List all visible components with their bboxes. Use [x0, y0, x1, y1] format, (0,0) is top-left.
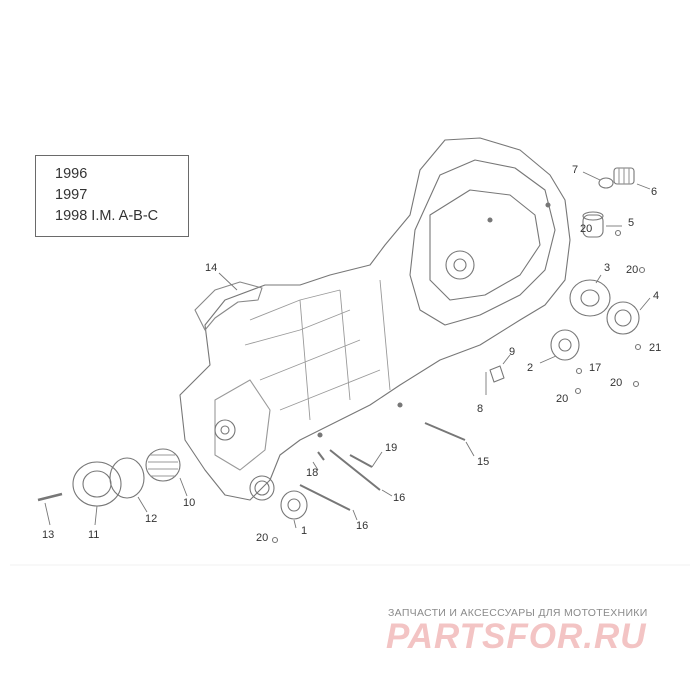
cover-part	[72, 461, 122, 507]
callout-2: 2	[527, 362, 533, 374]
callout-18: 18	[306, 467, 318, 479]
gasket	[194, 281, 263, 331]
callout-16a: 16	[393, 492, 405, 504]
seal-part-1	[280, 490, 308, 520]
stud-16a	[329, 449, 381, 491]
crankcase-body	[179, 137, 571, 501]
filter-part	[145, 448, 181, 482]
callout-5: 5	[628, 217, 634, 229]
oring-part	[109, 457, 145, 499]
stud-16b	[299, 484, 351, 511]
callout-6: 6	[651, 186, 657, 198]
year-1997: 1997	[55, 187, 88, 203]
callout-10: 10	[183, 497, 195, 509]
watermark-logo: PARTSFOR.RU	[386, 617, 647, 656]
callout-11: 11	[88, 529, 99, 541]
callout-20-e: 20	[256, 532, 268, 544]
callout-14: 14	[205, 262, 217, 274]
callout-20-b: 20	[626, 264, 638, 276]
callout-21: 21	[649, 342, 661, 354]
callout-3: 3	[604, 262, 610, 274]
callout-16b: 16	[356, 520, 368, 532]
callout-12: 12	[145, 513, 157, 525]
callout-13: 13	[42, 529, 54, 541]
watermark-tagline: ЗАПЧАСТИ И АКСЕССУАРЫ ДЛЯ МОТОТЕХНИКИ	[388, 607, 648, 619]
bushing-part	[582, 214, 604, 238]
callout-8: 8	[477, 403, 483, 415]
washer-part	[598, 177, 614, 189]
stud-15	[424, 422, 466, 441]
callout-20-a: 20	[580, 223, 592, 235]
screw-part	[37, 492, 63, 502]
callout-20-c: 20	[610, 377, 622, 389]
stud-19	[349, 454, 373, 468]
callout-17: 17	[589, 362, 601, 374]
callout-20-d: 20	[556, 393, 568, 405]
callout-15: 15	[477, 456, 489, 468]
callout-1: 1	[301, 525, 307, 537]
year-1996: 1996	[55, 166, 88, 182]
callout-7: 7	[572, 164, 578, 176]
seal-part-4	[606, 301, 640, 335]
bearing-part-2	[550, 329, 580, 361]
clip-part	[489, 365, 505, 383]
bearing-part-3	[569, 279, 611, 317]
callout-19: 19	[385, 442, 397, 454]
callout-9: 9	[509, 346, 515, 358]
stud-18	[317, 451, 325, 461]
model-year-box: 1996 1997 1998 I.M. A-B-C	[35, 155, 189, 237]
callout-4: 4	[653, 290, 659, 302]
year-1998: 1998 I.M. A-B-C	[55, 208, 159, 224]
